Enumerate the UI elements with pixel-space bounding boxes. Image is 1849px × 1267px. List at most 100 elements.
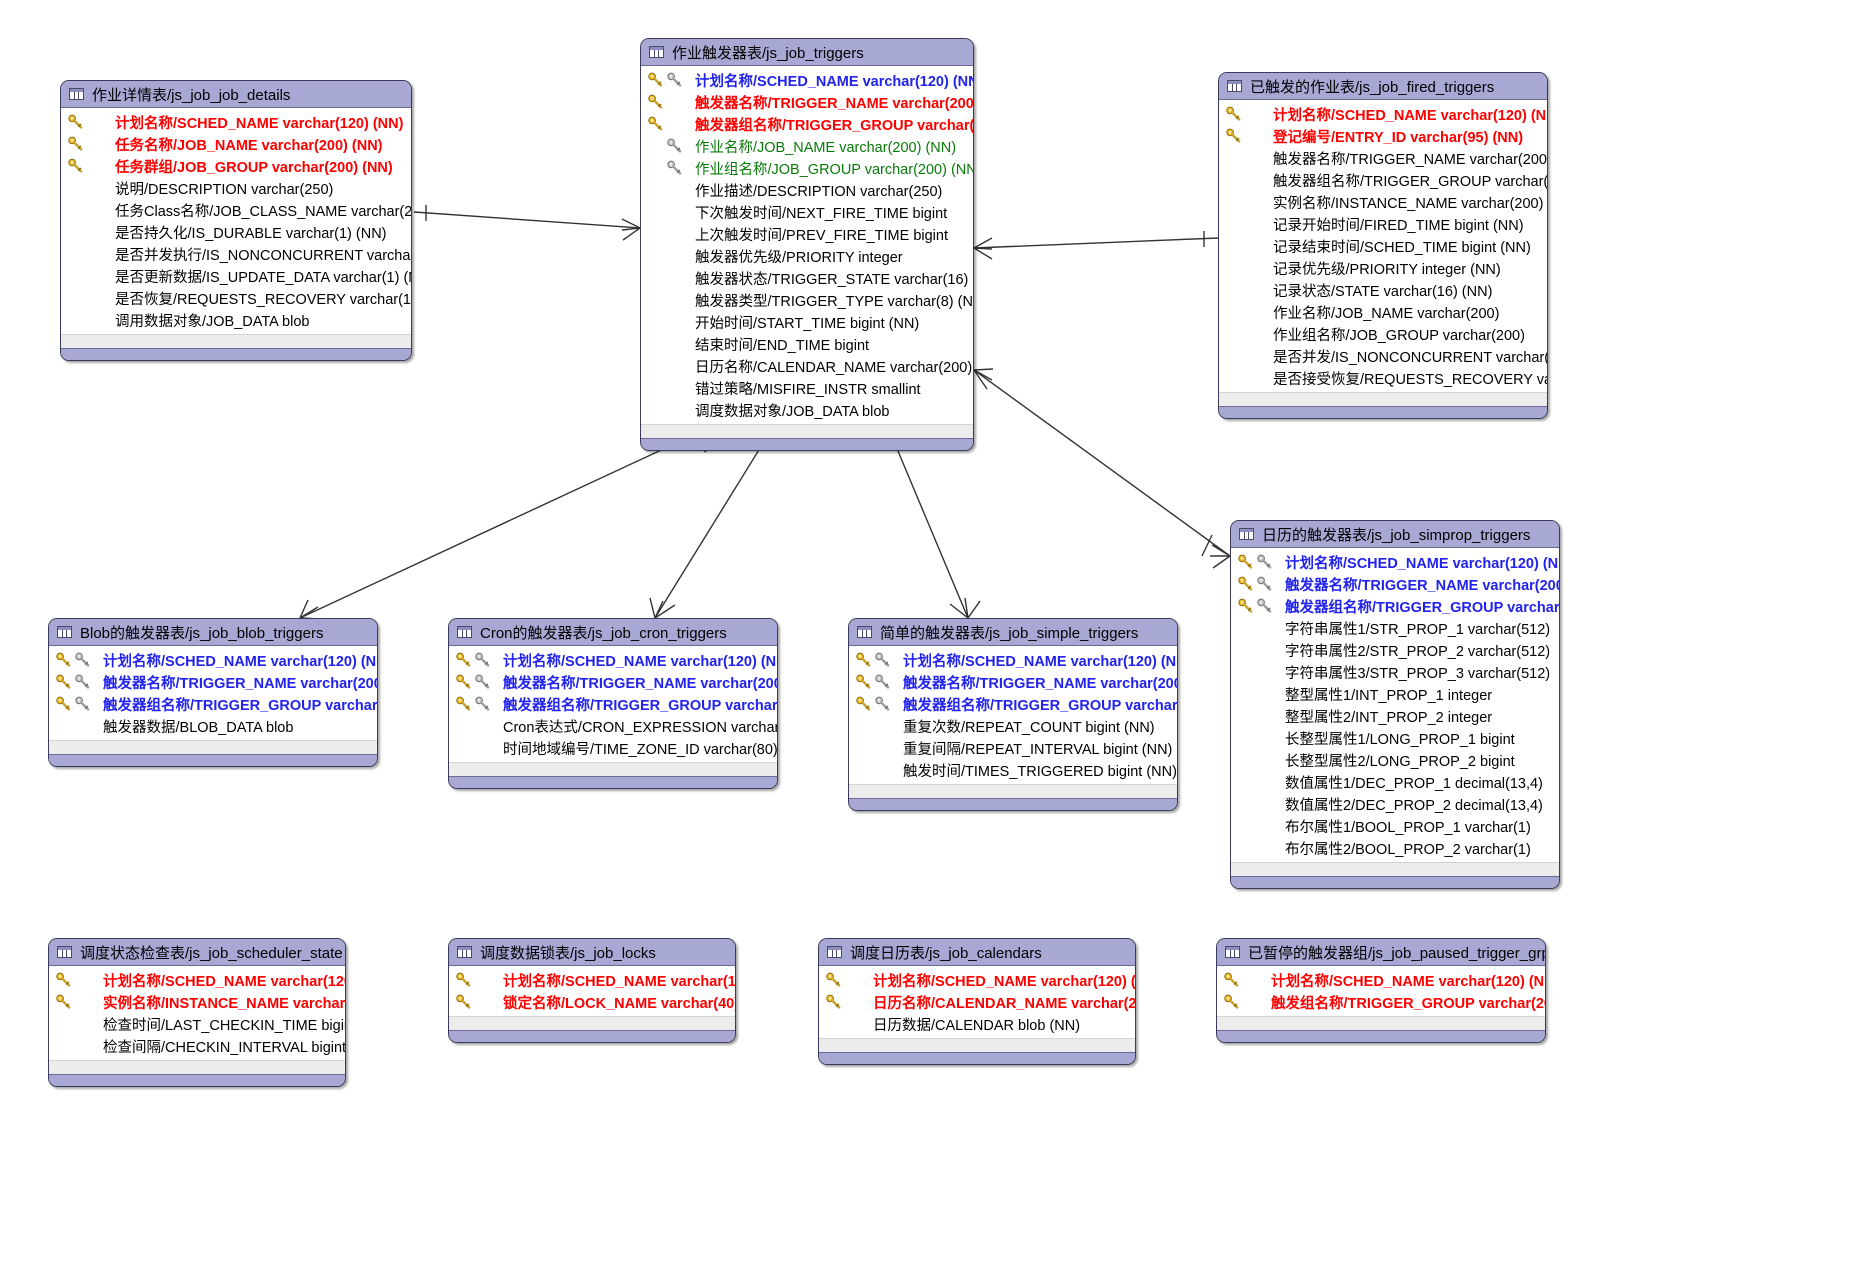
- entity-locks[interactable]: 调度数据锁表/js_job_locks 计划名称/SCHED_NAME varch…: [448, 938, 736, 1043]
- entity-header-locks[interactable]: 调度数据锁表/js_job_locks: [449, 939, 735, 966]
- attribute-row[interactable]: 作业组名称/JOB_GROUP varchar(200): [1219, 323, 1547, 345]
- attribute-row[interactable]: 检查间隔/CHECKIN_INTERVAL bigint (NN): [49, 1035, 345, 1057]
- attribute-row[interactable]: 调度数据对象/JOB_DATA blob: [641, 399, 973, 421]
- entity-cron_triggers[interactable]: Cron的触发器表/js_job_cron_triggers 计划名称/SCHED…: [448, 618, 778, 789]
- attribute-row[interactable]: 是否更新数据/IS_UPDATE_DATA varchar(1) (NN): [61, 265, 411, 287]
- attribute-row[interactable]: 开始时间/START_TIME bigint (NN): [641, 311, 973, 333]
- attribute-row[interactable]: 计划名称/SCHED_NAME varchar(120) (NN): [819, 969, 1135, 991]
- attribute-row[interactable]: 触发器组名称/TRIGGER_GROUP varchar(200) (NN): [1219, 169, 1547, 191]
- entity-triggers[interactable]: 作业触发器表/js_job_triggers 计划名称/SCHED_NAME va…: [640, 38, 974, 451]
- attribute-row[interactable]: 触发器名称/TRIGGER_NAME varchar(200) (NN): [449, 671, 777, 693]
- attribute-row[interactable]: 记录状态/STATE varchar(16) (NN): [1219, 279, 1547, 301]
- attribute-row[interactable]: 记录开始时间/FIRED_TIME bigint (NN): [1219, 213, 1547, 235]
- attribute-row[interactable]: 整型属性2/INT_PROP_2 integer: [1231, 705, 1559, 727]
- entity-header-fired_triggers[interactable]: 已触发的作业表/js_job_fired_triggers: [1219, 73, 1547, 100]
- attribute-row[interactable]: 结束时间/END_TIME bigint: [641, 333, 973, 355]
- attribute-row[interactable]: 整型属性1/INT_PROP_1 integer: [1231, 683, 1559, 705]
- attribute-row[interactable]: 是否恢复/REQUESTS_RECOVERY varchar(1) (NN): [61, 287, 411, 309]
- entity-header-calendars[interactable]: 调度日历表/js_job_calendars: [819, 939, 1135, 966]
- entity-header-cron_triggers[interactable]: Cron的触发器表/js_job_cron_triggers: [449, 619, 777, 646]
- attribute-row[interactable]: 触发器组名称/TRIGGER_GROUP varchar(200) (NN): [849, 693, 1177, 715]
- attribute-row[interactable]: 作业描述/DESCRIPTION varchar(250): [641, 179, 973, 201]
- attribute-row[interactable]: 触发器名称/TRIGGER_NAME varchar(200) (NN): [1219, 147, 1547, 169]
- attribute-row[interactable]: 是否接受恢复/REQUESTS_RECOVERY varchar(1): [1219, 367, 1547, 389]
- attribute-row[interactable]: 实例名称/INSTANCE_NAME varchar(200) (NN): [1219, 191, 1547, 213]
- attribute-row[interactable]: 说明/DESCRIPTION varchar(250): [61, 177, 411, 199]
- entity-header-paused_trigger_grps[interactable]: 已暂停的触发器组/js_job_paused_trigger_grps: [1217, 939, 1545, 966]
- attribute-row[interactable]: 触发器名称/TRIGGER_NAME varchar(200) (NN): [641, 91, 973, 113]
- attribute-row[interactable]: 计划名称/SCHED_NAME varchar(120) (NN): [641, 69, 973, 91]
- entity-scheduler_state[interactable]: 调度状态检查表/js_job_scheduler_state 计划名称/SCHED…: [48, 938, 346, 1087]
- attribute-row[interactable]: 计划名称/SCHED_NAME varchar(120) (NN): [1217, 969, 1545, 991]
- attribute-row[interactable]: 重复次数/REPEAT_COUNT bigint (NN): [849, 715, 1177, 737]
- entity-header-simprop_triggers[interactable]: 日历的触发器表/js_job_simprop_triggers: [1231, 521, 1559, 548]
- attribute-row[interactable]: 计划名称/SCHED_NAME varchar(120) (NN): [449, 649, 777, 671]
- entity-header-job_details[interactable]: 作业详情表/js_job_job_details: [61, 81, 411, 108]
- attribute-row[interactable]: 计划名称/SCHED_NAME varchar(120) (NN): [449, 969, 735, 991]
- attribute-row[interactable]: 触发器组名称/TRIGGER_GROUP varchar(200) (NN): [1231, 595, 1559, 617]
- attribute-row[interactable]: 触发器组名称/TRIGGER_GROUP varchar(200) (NN): [449, 693, 777, 715]
- attribute-row[interactable]: 触发器组名称/TRIGGER_GROUP varchar(200) (NN): [641, 113, 973, 135]
- attribute-row[interactable]: 布尔属性2/BOOL_PROP_2 varchar(1): [1231, 837, 1559, 859]
- entity-paused_trigger_grps[interactable]: 已暂停的触发器组/js_job_paused_trigger_grps 计划名称/…: [1216, 938, 1546, 1043]
- attribute-row[interactable]: 长整型属性1/LONG_PROP_1 bigint: [1231, 727, 1559, 749]
- attribute-row[interactable]: 触发器类型/TRIGGER_TYPE varchar(8) (NN): [641, 289, 973, 311]
- entity-blob_triggers[interactable]: Blob的触发器表/js_job_blob_triggers 计划名称/SCHED…: [48, 618, 378, 767]
- attribute-row[interactable]: 触发器数据/BLOB_DATA blob: [49, 715, 377, 737]
- attribute-row[interactable]: 触发器优先级/PRIORITY integer: [641, 245, 973, 267]
- attribute-row[interactable]: 布尔属性1/BOOL_PROP_1 varchar(1): [1231, 815, 1559, 837]
- entity-header-triggers[interactable]: 作业触发器表/js_job_triggers: [641, 39, 973, 66]
- attribute-row[interactable]: 作业组名称/JOB_GROUP varchar(200) (NN): [641, 157, 973, 179]
- attribute-row[interactable]: 日历名称/CALENDAR_NAME varchar(200) (NN): [819, 991, 1135, 1013]
- attribute-row[interactable]: 日历数据/CALENDAR blob (NN): [819, 1013, 1135, 1035]
- attribute-row[interactable]: 上次触发时间/PREV_FIRE_TIME bigint: [641, 223, 973, 245]
- attribute-row[interactable]: 触发器名称/TRIGGER_NAME varchar(200) (NN): [49, 671, 377, 693]
- attribute-row[interactable]: 数值属性1/DEC_PROP_1 decimal(13,4): [1231, 771, 1559, 793]
- entity-simprop_triggers[interactable]: 日历的触发器表/js_job_simprop_triggers 计划名称/SCHE…: [1230, 520, 1560, 889]
- attribute-row[interactable]: 计划名称/SCHED_NAME varchar(120) (NN): [1231, 551, 1559, 573]
- attribute-row[interactable]: 字符串属性2/STR_PROP_2 varchar(512): [1231, 639, 1559, 661]
- attribute-row[interactable]: 是否持久化/IS_DURABLE varchar(1) (NN): [61, 221, 411, 243]
- attribute-row[interactable]: 时间地域编号/TIME_ZONE_ID varchar(80): [449, 737, 777, 759]
- attribute-row[interactable]: 长整型属性2/LONG_PROP_2 bigint: [1231, 749, 1559, 771]
- attribute-row[interactable]: 任务名称/JOB_NAME varchar(200) (NN): [61, 133, 411, 155]
- attribute-row[interactable]: 计划名称/SCHED_NAME varchar(120) (NN): [49, 649, 377, 671]
- attribute-row[interactable]: 错过策略/MISFIRE_INSTR smallint: [641, 377, 973, 399]
- attribute-row[interactable]: 任务群组/JOB_GROUP varchar(200) (NN): [61, 155, 411, 177]
- entity-calendars[interactable]: 调度日历表/js_job_calendars 计划名称/SCHED_NAME va…: [818, 938, 1136, 1065]
- attribute-row[interactable]: 是否并发/IS_NONCONCURRENT varchar(1): [1219, 345, 1547, 367]
- attribute-row[interactable]: 是否并发执行/IS_NONCONCURRENT varchar(1) (NN): [61, 243, 411, 265]
- attribute-row[interactable]: 计划名称/SCHED_NAME varchar(120) (NN): [849, 649, 1177, 671]
- entity-simple_triggers[interactable]: 简单的触发器表/js_job_simple_triggers 计划名称/SCHED…: [848, 618, 1178, 811]
- entity-fired_triggers[interactable]: 已触发的作业表/js_job_fired_triggers 计划名称/SCHED_…: [1218, 72, 1548, 419]
- entity-job_details[interactable]: 作业详情表/js_job_job_details 计划名称/SCHED_NAME …: [60, 80, 412, 361]
- attribute-row[interactable]: 锁定名称/LOCK_NAME varchar(40) (NN): [449, 991, 735, 1013]
- attribute-row[interactable]: 下次触发时间/NEXT_FIRE_TIME bigint: [641, 201, 973, 223]
- attribute-row[interactable]: 实例名称/INSTANCE_NAME varchar(200) (NN): [49, 991, 345, 1013]
- attribute-row[interactable]: 记录结束时间/SCHED_TIME bigint (NN): [1219, 235, 1547, 257]
- attribute-row[interactable]: 调用数据对象/JOB_DATA blob: [61, 309, 411, 331]
- attribute-row[interactable]: 检查时间/LAST_CHECKIN_TIME bigint (NN): [49, 1013, 345, 1035]
- attribute-row[interactable]: 字符串属性1/STR_PROP_1 varchar(512): [1231, 617, 1559, 639]
- attribute-row[interactable]: 作业名称/JOB_NAME varchar(200): [1219, 301, 1547, 323]
- attribute-row[interactable]: 触发器名称/TRIGGER_NAME varchar(200) (NN): [1231, 573, 1559, 595]
- attribute-row[interactable]: 登记编号/ENTRY_ID varchar(95) (NN): [1219, 125, 1547, 147]
- attribute-row[interactable]: 触发器组名称/TRIGGER_GROUP varchar(200) (NN): [49, 693, 377, 715]
- attribute-row[interactable]: 触发器状态/TRIGGER_STATE varchar(16) (NN): [641, 267, 973, 289]
- attribute-row[interactable]: 日历名称/CALENDAR_NAME varchar(200): [641, 355, 973, 377]
- attribute-row[interactable]: 作业名称/JOB_NAME varchar(200) (NN): [641, 135, 973, 157]
- attribute-row[interactable]: 数值属性2/DEC_PROP_2 decimal(13,4): [1231, 793, 1559, 815]
- entity-header-scheduler_state[interactable]: 调度状态检查表/js_job_scheduler_state: [49, 939, 345, 966]
- attribute-row[interactable]: 触发时间/TIMES_TRIGGERED bigint (NN): [849, 759, 1177, 781]
- attribute-row[interactable]: 计划名称/SCHED_NAME varchar(120) (NN): [61, 111, 411, 133]
- attribute-row[interactable]: 计划名称/SCHED_NAME varchar(120) (NN): [1219, 103, 1547, 125]
- attribute-row[interactable]: 字符串属性3/STR_PROP_3 varchar(512): [1231, 661, 1559, 683]
- entity-header-simple_triggers[interactable]: 简单的触发器表/js_job_simple_triggers: [849, 619, 1177, 646]
- attribute-row[interactable]: 记录优先级/PRIORITY integer (NN): [1219, 257, 1547, 279]
- attribute-row[interactable]: 触发器名称/TRIGGER_NAME varchar(200) (NN): [849, 671, 1177, 693]
- attribute-row[interactable]: Cron表达式/CRON_EXPRESSION varchar(120) (NN…: [449, 715, 777, 737]
- entity-header-blob_triggers[interactable]: Blob的触发器表/js_job_blob_triggers: [49, 619, 377, 646]
- attribute-row[interactable]: 计划名称/SCHED_NAME varchar(120) (NN): [49, 969, 345, 991]
- attribute-row[interactable]: 重复间隔/REPEAT_INTERVAL bigint (NN): [849, 737, 1177, 759]
- attribute-row[interactable]: 触发组名称/TRIGGER_GROUP varchar(200) (NN): [1217, 991, 1545, 1013]
